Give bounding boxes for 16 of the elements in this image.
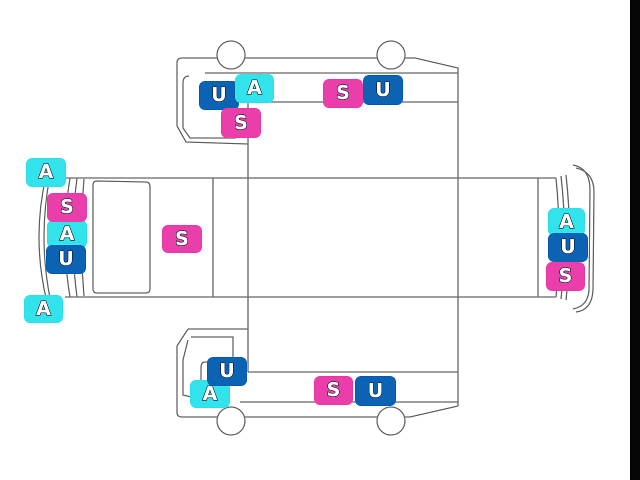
zone-marker: A — [24, 295, 63, 323]
zone-marker: S — [546, 262, 585, 291]
zone-marker: U — [199, 81, 239, 110]
zone-marker: S — [323, 79, 363, 108]
zone-marker: U — [363, 75, 403, 105]
zone-marker: S — [47, 193, 87, 222]
zone-marker: A — [26, 158, 66, 187]
zone-marker: S — [221, 108, 261, 138]
zone-marker: U — [355, 376, 396, 406]
zone-marker: S — [162, 225, 202, 253]
zone-marker: A — [235, 74, 274, 103]
zone-marker: U — [46, 245, 86, 274]
zone-marker: S — [314, 376, 353, 405]
zone-marker: U — [548, 233, 588, 262]
zone-marker: A — [548, 208, 585, 236]
zone-marker: U — [207, 357, 247, 386]
